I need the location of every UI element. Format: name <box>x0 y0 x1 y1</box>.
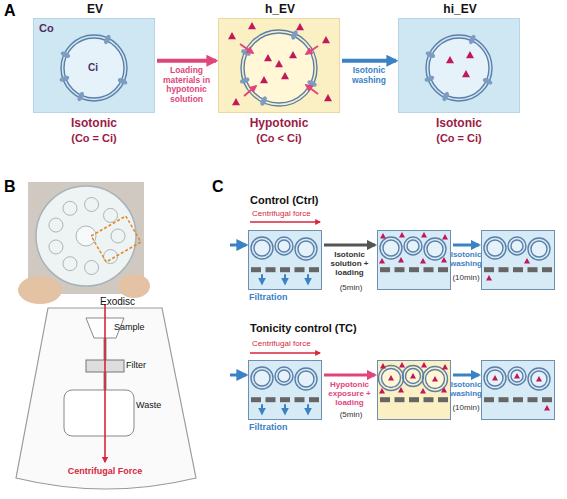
disc-chamber <box>111 229 125 243</box>
force-label: Centrifugal Force <box>55 466 155 476</box>
tonicity-label: Isotonic <box>33 117 155 131</box>
time-label: (5min) <box>322 283 380 292</box>
photo-caption: Exodisc <box>100 296 135 308</box>
process-arrow <box>453 374 479 377</box>
step-label: Isotonic washing <box>446 250 486 268</box>
part-name: Filter <box>126 360 146 370</box>
force-arrow <box>104 304 106 462</box>
process-arrow <box>324 244 375 247</box>
force-label: Centrifugal force <box>252 209 311 218</box>
process-arrow <box>157 59 216 63</box>
disc-chamber <box>85 261 99 275</box>
disc-chamber <box>49 240 63 254</box>
highlight-box <box>91 216 141 262</box>
chamber-box <box>377 360 451 420</box>
tonicity-formula: (Co < Ci) <box>218 132 340 145</box>
tonicity-formula: (Co = Ci) <box>33 132 155 145</box>
waste-chamber <box>64 390 134 436</box>
row-title: Control (Ctrl) <box>250 194 318 207</box>
step-label: Isotonic washing <box>342 66 396 86</box>
ev-panel: h_EV <box>218 18 340 113</box>
hand <box>118 274 150 298</box>
disc-chamber <box>85 197 99 211</box>
step-label: Isotonic solution + loading <box>322 250 377 278</box>
panel-letter: C <box>212 178 224 196</box>
node-title: EV <box>34 3 156 17</box>
process-arrow <box>324 374 375 377</box>
node-text: Ci <box>88 62 98 74</box>
ev-panel: hi_EV <box>398 18 520 113</box>
force-arrow <box>250 221 320 223</box>
channel <box>104 372 107 390</box>
node-title: Filtration <box>249 292 288 302</box>
photo-background <box>28 182 144 294</box>
ev-panel: EVCoCi <box>33 18 155 113</box>
panel-letter: B <box>4 178 16 196</box>
chamber-box <box>481 360 555 420</box>
tonicity-formula: (Co = Ci) <box>398 132 520 145</box>
step-label: Loading materials in hypotonic solution <box>157 66 216 105</box>
chamber-box: Filtration <box>248 230 322 290</box>
channel <box>104 338 107 360</box>
part-name: Sample <box>114 322 145 332</box>
node-title: Filtration <box>249 422 288 432</box>
tonicity-label: Isotonic <box>398 117 520 131</box>
node-title: hi_EV <box>399 3 521 17</box>
row-title: Tonicity control (TC) <box>250 322 357 335</box>
time-label: (10min) <box>446 403 486 412</box>
step-label: Hypotonic exposure + loading <box>322 380 377 408</box>
time-label: (10min) <box>446 273 486 282</box>
disc-chamber <box>63 257 77 271</box>
force-arrow <box>250 352 320 354</box>
inflow-arrow <box>230 374 246 377</box>
force-label: Centrifugal force <box>252 339 311 348</box>
chamber-box: Filtration <box>248 360 322 420</box>
disc-hub <box>76 226 96 246</box>
exodisc-disc <box>36 186 136 286</box>
panel-letter: A <box>4 2 16 20</box>
disc-sector <box>16 308 196 489</box>
disc-chamber <box>104 208 118 222</box>
part-name: Waste <box>136 400 161 410</box>
process-arrow <box>453 244 479 247</box>
time-label: (5min) <box>322 410 380 419</box>
step-label: Isotonic washing <box>446 380 486 398</box>
chamber-box <box>481 230 555 290</box>
disc-chamber <box>104 250 118 264</box>
tonicity-label: Hypotonic <box>218 117 340 131</box>
chamber-box <box>377 230 451 290</box>
filter-part <box>86 360 124 372</box>
inflow-arrow <box>230 244 246 247</box>
node-text: Co <box>39 22 54 35</box>
disc-chamber <box>49 218 63 232</box>
process-arrow <box>342 59 396 63</box>
hand <box>18 276 62 304</box>
disc-chamber <box>63 201 77 215</box>
node-title: h_EV <box>219 3 341 17</box>
